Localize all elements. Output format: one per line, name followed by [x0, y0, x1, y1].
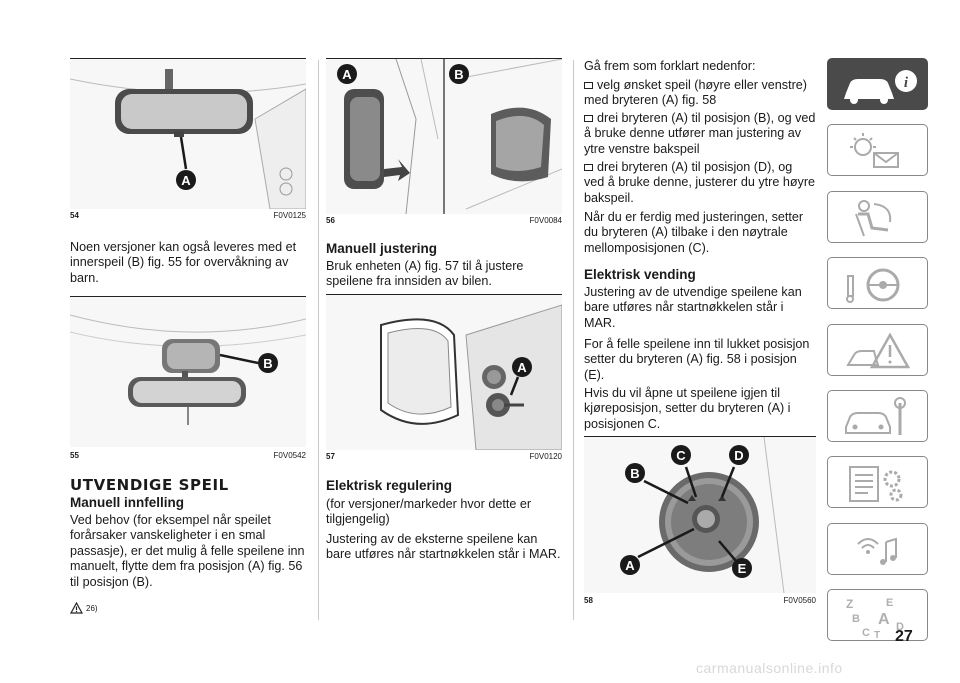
car-info-icon: i [844, 70, 917, 104]
subsection-heading: Manuell justering [326, 241, 438, 256]
figure-54-caption: 54 F0V0125 [70, 211, 306, 220]
figure-code: F0V0125 [273, 211, 306, 220]
figure-number: 57 [326, 452, 335, 461]
callout-a-badge [176, 170, 196, 190]
body-paragraph: For å felle speilene inn til lukket posi… [584, 337, 810, 382]
bullet-text: velg ønsket speil (høyre eller venstre) … [584, 78, 807, 108]
column-divider [573, 60, 574, 620]
callout-b-badge [449, 64, 469, 84]
tab-warning-lights[interactable] [827, 124, 928, 176]
body-paragraph: Når du er ferdig med justeringen, setter… [584, 210, 804, 255]
body-paragraph: Gå frem som forklart nedenfor: [584, 59, 756, 73]
callout-b-label: B [630, 466, 639, 481]
tab-car-info[interactable]: i [827, 58, 928, 110]
callout-c-label: C [676, 448, 686, 463]
figure-58: B C D A E [584, 436, 816, 593]
callout-a-label: A [625, 558, 635, 573]
body-paragraph: Bruk enheten (A) fig. 57 til å justere s… [326, 259, 524, 289]
callout-d-badge [729, 445, 749, 465]
callout-b-label: B [263, 356, 272, 371]
callout-b-badge [258, 353, 278, 373]
callout-a-badge [337, 64, 357, 84]
multimedia-icon [857, 537, 897, 565]
index-letter: Z [846, 597, 853, 611]
tab-emergency[interactable] [827, 324, 928, 376]
index-letter: A [878, 611, 890, 628]
callout-a-label: A [181, 173, 191, 188]
callout-a-badge [512, 357, 532, 377]
warning-triangle-icon [70, 602, 83, 614]
figure-number: 58 [584, 596, 593, 605]
warning-number: 26) [86, 603, 98, 613]
figure-55-caption: 55 F0V0542 [70, 451, 306, 460]
bullet-item: drei bryteren (A) til posisjon (B), og v… [584, 111, 816, 157]
index-letter: T [874, 630, 880, 641]
index-letter: E [886, 597, 893, 609]
column-divider [318, 60, 319, 620]
callout-b-badge [625, 463, 645, 483]
index-letter: D [896, 621, 904, 633]
callout-c-badge [671, 445, 691, 465]
figure-58-caption: 58 F0V0560 [584, 596, 816, 605]
figure-57-caption: 57 F0V0120 [326, 452, 562, 461]
figure-code: F0V0560 [783, 596, 816, 605]
figure-number: 56 [326, 216, 335, 225]
bullet-text: drei bryteren (A) til posisjon (D), og v… [584, 160, 816, 205]
index-az-icon: Z E B A C T D [846, 597, 904, 641]
callout-a-label: A [517, 360, 527, 375]
callout-a-badge [620, 555, 640, 575]
section-heading: UTVENDIGE SPEIL [70, 476, 229, 494]
figure-number: 54 [70, 211, 79, 220]
index-letter: B [852, 613, 860, 625]
callout-e-badge [732, 558, 752, 578]
svg-text:i: i [904, 75, 909, 91]
tab-driving[interactable] [827, 257, 928, 309]
body-paragraph: (for versjoner/markeder hvor dette er ti… [326, 497, 532, 527]
tab-safety[interactable] [827, 191, 928, 243]
warning-reference: 26) [70, 602, 98, 614]
tab-technical-data[interactable] [827, 456, 928, 508]
bullet-icon [584, 115, 593, 122]
figure-54: A [70, 58, 306, 209]
footer-watermark: carmanualsonline.info [696, 660, 843, 676]
emergency-triangle-icon [846, 332, 911, 369]
bullet-icon [584, 164, 593, 171]
tab-index[interactable]: Z E B A C T D [827, 589, 928, 641]
body-paragraph: Justering av de utvendige speilene kan b… [584, 285, 802, 330]
figure-57: A [326, 294, 562, 450]
body-paragraph: Ved behov (for eksempel når speilet forå… [70, 513, 305, 589]
figure-56: A B [326, 58, 562, 214]
callout-a-label: A [342, 67, 352, 82]
figure-code: F0V0084 [529, 216, 562, 225]
callout-b-label: B [454, 67, 463, 82]
body-paragraph: Justering av de eksterne speilene kan ba… [326, 532, 561, 562]
figure-number: 55 [70, 451, 79, 460]
airbag-safety-icon [855, 200, 892, 237]
callout-e-label: E [738, 561, 747, 576]
bullet-item: drei bryteren (A) til posisjon (D), og v… [584, 160, 816, 206]
figure-code: F0V0542 [273, 451, 306, 460]
figure-code: F0V0120 [529, 452, 562, 461]
figure-56-caption: 56 F0V0084 [326, 216, 562, 225]
bullet-icon [584, 82, 593, 89]
subsection-heading: Manuell innfelling [70, 495, 184, 510]
callout-d-label: D [734, 448, 743, 463]
technical-data-icon [849, 466, 903, 502]
subsection-heading: Elektrisk vending [584, 267, 696, 282]
index-letter: C [862, 627, 870, 639]
page-number: 27 [895, 628, 913, 645]
bullet-text: drei bryteren (A) til posisjon (B), og v… [584, 111, 816, 156]
car-maintenance-icon [845, 397, 906, 435]
warning-lights-icon [850, 133, 899, 168]
subsection-heading: Elektrisk regulering [326, 478, 453, 493]
bullet-item: velg ønsket speil (høyre eller venstre) … [584, 78, 816, 109]
figure-55: B [70, 296, 306, 447]
body-paragraph: Hvis du vil åpne ut speilene igjen til k… [584, 386, 791, 431]
steering-wheel-icon [846, 268, 900, 303]
tab-maintenance[interactable] [827, 390, 928, 442]
tab-multimedia[interactable] [827, 523, 928, 575]
body-paragraph: Noen versjoner kan også leveres med et i… [70, 240, 297, 285]
